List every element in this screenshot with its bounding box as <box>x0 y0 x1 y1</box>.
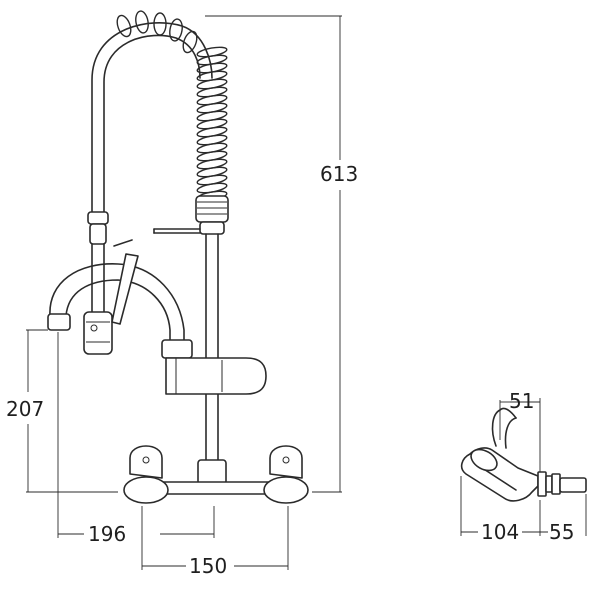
dimension-height-total: 613 <box>205 15 358 493</box>
front-view: 613 207 196 150 <box>6 10 358 578</box>
dimension-label-104: 104 <box>481 520 519 544</box>
side-view: 51 104 55 <box>460 389 587 544</box>
spring-coil-arc <box>135 10 149 34</box>
wall-mount-body <box>123 445 309 504</box>
spring-coil-arc <box>116 14 132 38</box>
dimension-label-207: 207 <box>6 397 44 421</box>
dimension-spout-reach: 196 <box>57 332 215 546</box>
upper-hose-arch <box>91 22 213 215</box>
dimension-side-top: 51 <box>499 389 541 472</box>
spray-lever <box>111 239 139 325</box>
side-body <box>460 447 539 502</box>
spring-coil-arc <box>169 18 183 42</box>
mixer-body <box>161 339 267 395</box>
dimension-wall-centres: 150 <box>141 506 289 578</box>
riser-pipe <box>205 233 219 463</box>
swivel-spout <box>47 263 185 347</box>
dimension-label-613: 613 <box>320 162 358 186</box>
side-wall-fitting <box>537 471 587 497</box>
hose-hook <box>153 228 201 234</box>
dimension-label-51: 51 <box>509 389 534 413</box>
dimension-label-55: 55 <box>549 520 574 544</box>
spring-coil <box>116 10 228 202</box>
spray-gun <box>83 211 113 355</box>
spring-coil-arc <box>182 30 198 54</box>
dimension-label-196: 196 <box>88 522 126 546</box>
spring-coil-arc <box>153 12 167 36</box>
side-lever <box>491 407 517 449</box>
spring-collar <box>195 195 229 235</box>
dimension-side-depth: 104 55 <box>460 476 587 544</box>
dimension-label-150: 150 <box>189 554 227 578</box>
dimension-spout-height: 207 <box>6 329 118 493</box>
